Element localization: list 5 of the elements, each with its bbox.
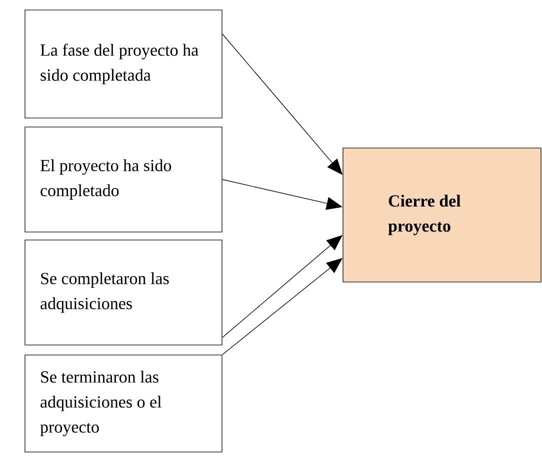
condition-box: El proyecto ha sido completado [24, 126, 222, 232]
condition-box: Se completaron las adquisiciones [24, 240, 222, 346]
condition-box: Se terminaron las adquisiciones o el proyecto [24, 354, 222, 452]
process-box: Cierre del proyecto [342, 148, 542, 282]
condition-box: La fase del proyecto ha sido completada [24, 10, 222, 118]
